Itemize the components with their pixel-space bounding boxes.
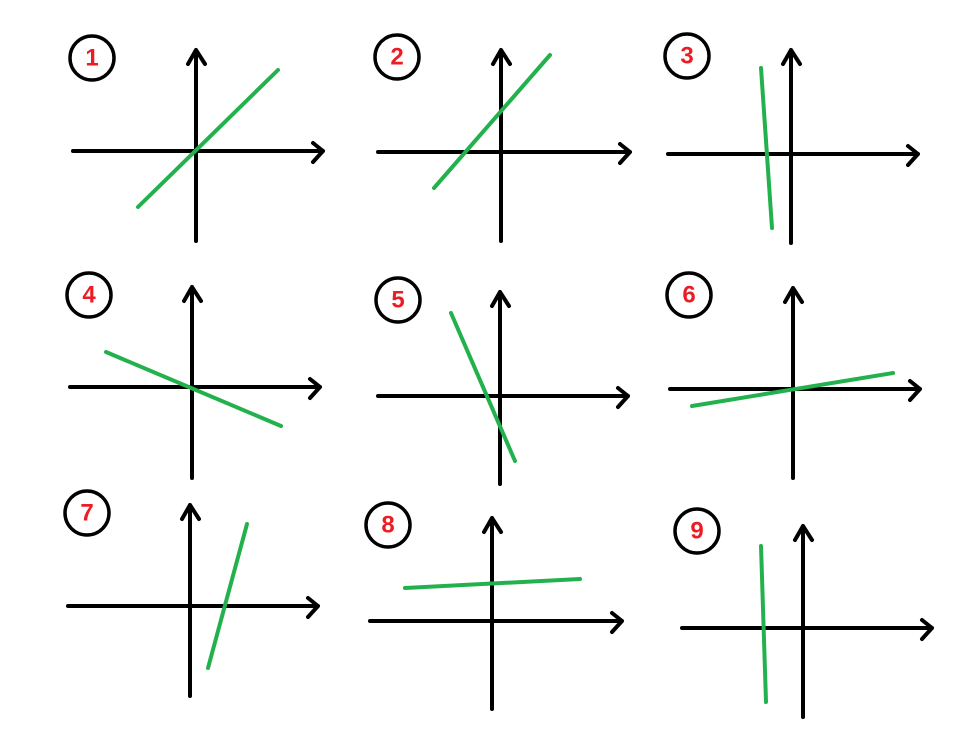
- y-axis-arrow: [781, 48, 802, 245]
- panel-label-2: 2: [390, 44, 403, 71]
- badge-circle: [673, 507, 721, 555]
- panel-label-7: 7: [80, 500, 93, 527]
- x-axis-arrow: [68, 377, 322, 400]
- panel-label-5: 5: [391, 287, 404, 314]
- x-axis-arrow: [66, 596, 320, 619]
- graph-line-3: [759, 66, 774, 230]
- y-axis-arrow: [783, 286, 804, 480]
- panel-3: 3: [663, 32, 920, 245]
- panel-6: 6: [665, 271, 922, 480]
- badge-circle: [364, 501, 412, 549]
- panel-2: 2: [373, 33, 632, 243]
- badge-circle: [663, 32, 711, 80]
- panel-label-1: 1: [85, 45, 98, 72]
- graph-line-2: [432, 53, 552, 190]
- panel-9: 9: [673, 507, 934, 719]
- y-axis-arrow: [482, 516, 503, 711]
- x-axis-arrow: [368, 611, 624, 634]
- x-axis-arrow: [376, 142, 632, 165]
- graph-line-9: [759, 544, 768, 704]
- panel-4: 4: [65, 271, 322, 480]
- badge-circle: [68, 34, 116, 82]
- y-axis-arrow: [180, 503, 201, 698]
- panel-label-8: 8: [381, 512, 394, 539]
- panel-label-3: 3: [680, 43, 693, 70]
- graph-line-8: [403, 577, 582, 590]
- x-axis-arrow: [680, 618, 934, 641]
- graph-line-6: [690, 371, 895, 408]
- y-axis-arrow: [186, 48, 207, 243]
- badge-circle: [63, 489, 111, 537]
- panel-5: 5: [374, 276, 630, 486]
- panel-1: 1: [68, 34, 325, 243]
- graph-line-5: [449, 311, 517, 463]
- x-axis-arrow: [376, 386, 630, 409]
- panel-7: 7: [63, 489, 320, 698]
- graph-line-4: [104, 350, 283, 428]
- y-axis-arrow: [490, 290, 511, 486]
- panel-label-4: 4: [82, 282, 96, 309]
- badge-circle: [665, 271, 713, 319]
- badge-circle: [374, 276, 422, 324]
- panel-label-6: 6: [682, 282, 695, 309]
- panel-8: 8: [364, 501, 624, 711]
- graph-line-1: [136, 68, 280, 209]
- badge-circle: [373, 33, 421, 81]
- graph-line-7: [206, 522, 249, 670]
- panel-label-9: 9: [690, 518, 703, 545]
- y-axis-arrow: [491, 48, 512, 243]
- y-axis-arrow: [793, 524, 814, 719]
- y-axis-arrow: [182, 285, 203, 480]
- badge-circle: [65, 271, 113, 319]
